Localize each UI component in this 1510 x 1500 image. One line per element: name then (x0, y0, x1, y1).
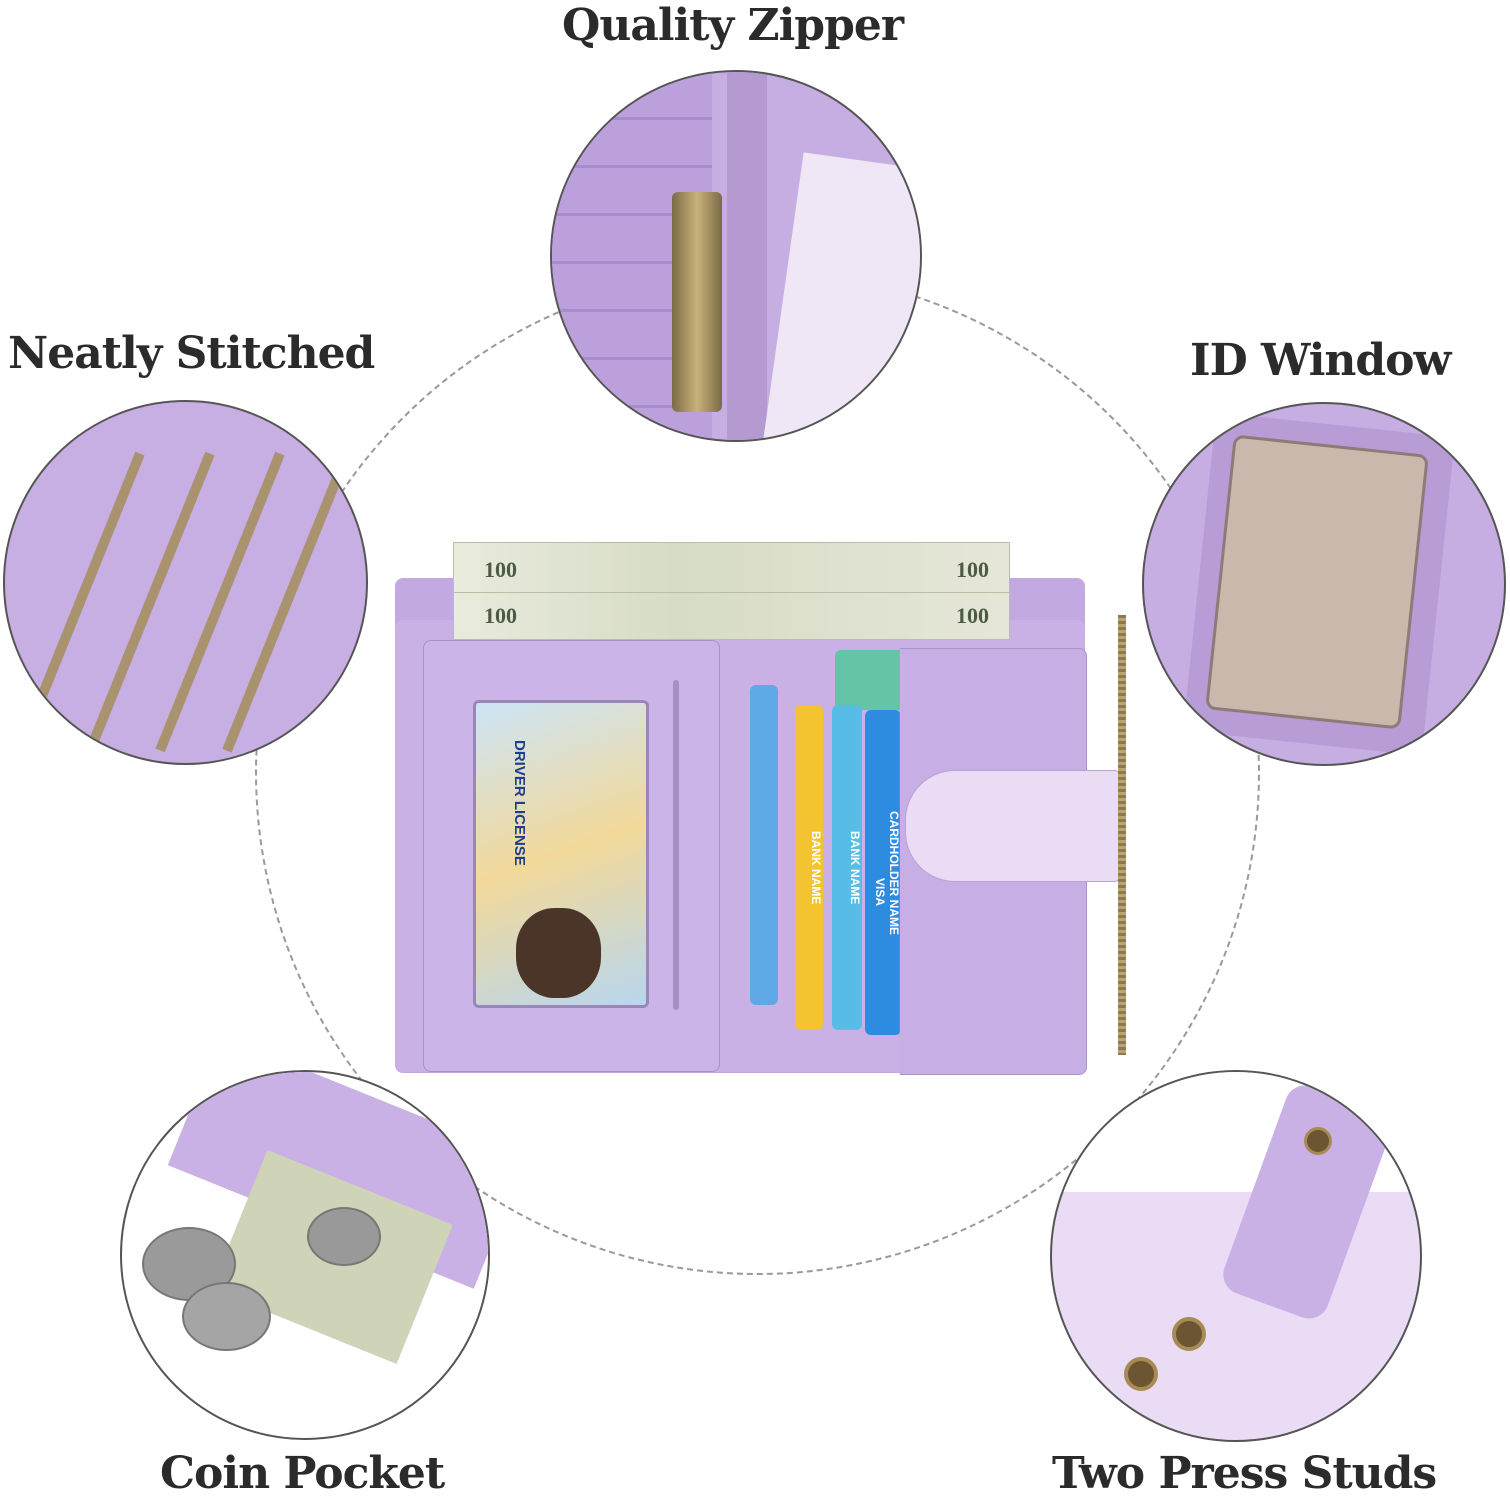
license-text: DRIVER LICENSE (511, 740, 528, 866)
snap-stud-icon (1124, 1357, 1158, 1391)
snap-stud-icon (1304, 1127, 1332, 1155)
bill-value: 100 (484, 603, 517, 628)
label-neatly-stitched: Neatly Stitched (8, 328, 375, 379)
zipper-pull-icon (672, 192, 722, 412)
zipper-icon (1118, 615, 1126, 1055)
id-window-detail-image (1142, 402, 1506, 766)
coin-icon (307, 1207, 381, 1266)
label-quality-zipper: Quality Zipper (562, 0, 904, 51)
id-window: DRIVER LICENSE (473, 700, 649, 1008)
coin-pocket-detail-image (120, 1070, 490, 1440)
bank-name-text: BANK NAME (809, 830, 823, 905)
wallet-product-image: 100 100 100 100 DRIVER LICENSE BANK NAME… (395, 540, 1130, 1080)
bill-value: 100 (484, 557, 517, 582)
stitching-detail-image (3, 400, 368, 765)
bill-value: 100 (956, 557, 989, 582)
card: BANK NAME (832, 705, 862, 1030)
coin-icon (182, 1282, 271, 1351)
label-two-press-studs: Two Press Studs (1052, 1448, 1437, 1499)
cardholder-text: CARDHOLDER NAME (887, 810, 901, 935)
press-studs-detail-image (1050, 1070, 1422, 1442)
label-id-window: ID Window (1190, 335, 1451, 386)
label-coin-pocket: Coin Pocket (160, 1448, 445, 1499)
snap-stud-icon (1172, 1317, 1206, 1351)
bank-name-text: BANK NAME (848, 830, 862, 905)
visa-logo: VISA (873, 878, 887, 907)
card: CARDHOLDER NAME VISA (865, 710, 901, 1035)
banknote: 100 100 (453, 592, 1010, 640)
snap-strap (905, 770, 1122, 882)
bill-value: 100 (956, 603, 989, 628)
card (750, 685, 778, 1005)
card: BANK NAME (795, 705, 823, 1030)
zipper-detail-image (550, 70, 922, 442)
